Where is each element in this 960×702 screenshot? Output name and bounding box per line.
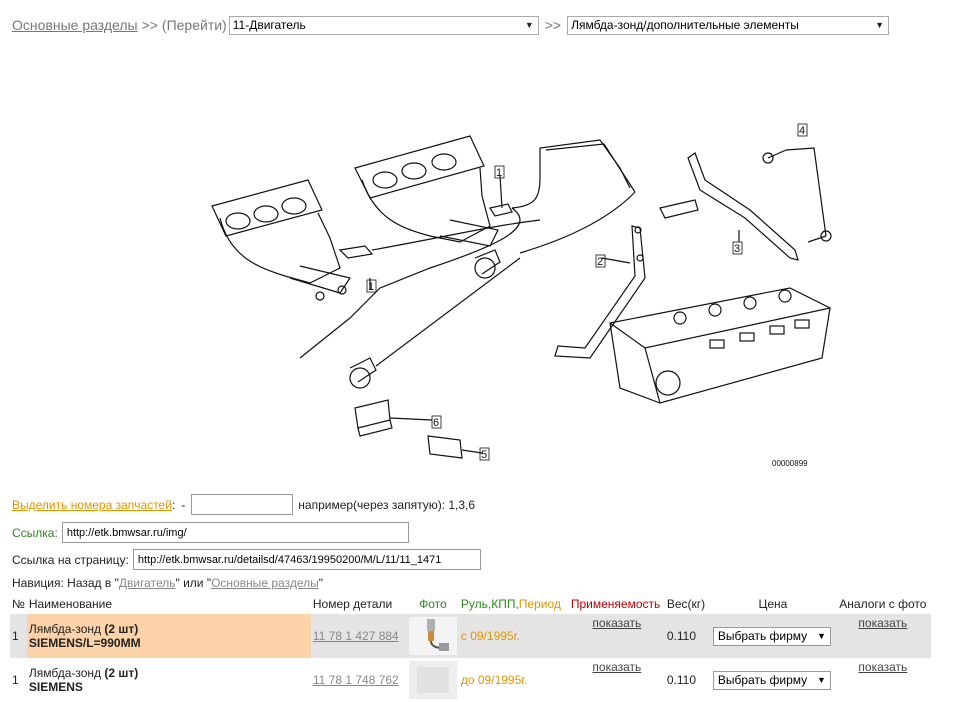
page-link-row: Ссылка на страницу: <box>12 549 481 570</box>
cylinder-head <box>609 287 831 404</box>
row-num: 1 <box>12 629 19 643</box>
highlight-parts-link[interactable]: Выделить номера запчастей <box>12 497 172 512</box>
row-name-text: Лямбда-зонд <box>28 622 102 636</box>
exhaust-manifold-left <box>211 179 351 301</box>
navigation-suffix: " <box>318 576 323 590</box>
callout-2: 2 <box>597 256 603 268</box>
header-steering: Руль,КПП, <box>460 597 519 611</box>
applicability-show-link[interactable]: показать <box>592 660 642 674</box>
highlight-dash: - <box>181 497 186 512</box>
callout-1b: 1 <box>368 281 374 293</box>
header-photo: Фото <box>419 597 447 611</box>
main-sections-nav-link[interactable]: Основные разделы <box>211 576 319 590</box>
engine-link[interactable]: Двигатель <box>118 576 176 590</box>
lambda-sensor-thumbnail-icon <box>426 619 449 651</box>
subsection-select-value: Лямбда-зонд/дополнительные элементы <box>571 18 799 32</box>
header-part-number: Номер детали <box>312 597 393 611</box>
page-link-input[interactable] <box>132 549 481 570</box>
breadcrumb-separator: >> <box>544 17 562 33</box>
callout-4: 4 <box>799 125 805 137</box>
callout-3: 3 <box>734 243 740 255</box>
navigation-row: Навиция: Назад в "Двигатель" или "Основн… <box>12 576 323 590</box>
lambda-sensor-1 <box>338 139 636 259</box>
row-spec: SIEMENS/L=990MM <box>28 636 141 650</box>
row-period: с 09/1995г. <box>460 629 520 643</box>
part-number-link[interactable]: 11 78 1 748 762 <box>312 673 399 687</box>
part-photo[interactable] <box>408 617 457 655</box>
page-link-label: Ссылка на страницу: <box>12 552 129 567</box>
part-number-link[interactable]: 11 78 1 427 884 <box>312 629 399 643</box>
navigation-prefix: Навиция: Назад в " <box>12 576 119 590</box>
header-weight: Вес(кг) <box>666 597 706 611</box>
section-select-value: 11-Двигатель <box>232 18 306 32</box>
breadcrumb-separator: >> <box>141 17 158 33</box>
bracket-2 <box>554 225 646 359</box>
table-header-row: № Наименование Номер детали Фото Руль,КП… <box>10 594 931 614</box>
navigation-middle: " или " <box>175 576 212 590</box>
highlight-example: например(через запятую): 1,3,6 <box>298 497 476 512</box>
highlight-parts-input[interactable] <box>191 494 294 515</box>
link-label: Ссылка: <box>12 525 58 540</box>
callout-6: 6 <box>433 417 439 429</box>
highlight-row: Выделить номера запчастей : - например(ч… <box>12 494 475 515</box>
subsection-select[interactable]: Лямбда-зонд/дополнительные элементы ▼ <box>567 15 890 35</box>
row-name-text: Лямбда-зонд <box>28 666 102 680</box>
parts-table: № Наименование Номер детали Фото Руль,КП… <box>10 594 931 702</box>
table-row: 1 Лямбда-зонд (2 шт) SIEMENS/L=990MM 11 … <box>10 614 931 658</box>
header-steering-period: Руль,КПП,Период <box>459 594 569 614</box>
exhaust-manifold-right <box>354 135 499 247</box>
row-qty: (2 шт) <box>104 622 139 636</box>
bolts-4 <box>762 147 832 243</box>
row-weight: 0.110 <box>666 673 697 687</box>
row-weight: 0.110 <box>666 629 697 643</box>
price-firm-value: Выбрать фирму <box>717 673 808 687</box>
price-firm-value: Выбрать фирму <box>717 629 808 643</box>
analogs-show-link[interactable]: показать <box>858 660 908 674</box>
callout-1a: 1 <box>496 167 502 179</box>
photo-placeholder-icon <box>416 667 449 693</box>
header-applicability: Применяемость <box>570 597 661 611</box>
clip-6 <box>354 399 433 437</box>
price-firm-select[interactable]: Выбрать фирму ▼ <box>712 626 831 646</box>
chevron-down-icon: ▼ <box>875 20 885 30</box>
chevron-down-icon: ▼ <box>524 20 534 30</box>
row-qty: (2 шт) <box>104 666 139 680</box>
section-select[interactable]: 11-Двигатель ▼ <box>228 15 539 35</box>
header-num: № <box>12 597 25 611</box>
chevron-down-icon: ▼ <box>816 675 826 685</box>
main-sections-link[interactable]: Основные разделы <box>12 17 138 33</box>
table-row: 1 Лямбда-зонд (2 шт) SIEMENS 11 78 1 748… <box>10 658 931 702</box>
row-num: 1 <box>12 673 19 687</box>
link-row: Ссылка: <box>12 522 409 543</box>
header-price: Цена <box>758 597 788 611</box>
lambda-sensor-2 <box>299 191 636 389</box>
parts-diagram: 1 1 2 3 4 5 6 00000899 <box>211 123 832 468</box>
link-input[interactable] <box>61 522 409 543</box>
row-name: Лямбда-зонд (2 шт) SIEMENS/L=990MM <box>26 614 311 658</box>
header-analogs: Аналоги с фото <box>839 597 927 611</box>
part-photo[interactable] <box>408 661 457 699</box>
clip-5 <box>427 435 483 459</box>
goto-label: (Перейти) <box>161 17 227 33</box>
highlight-colon: : <box>171 497 176 512</box>
applicability-show-link[interactable]: показать <box>592 616 642 630</box>
header-name: Наименование <box>28 597 113 611</box>
image-code: 00000899 <box>772 459 808 468</box>
row-spec: SIEMENS <box>28 680 83 694</box>
price-firm-select[interactable]: Выбрать фирму ▼ <box>712 670 831 690</box>
row-name: Лямбда-зонд (2 шт) SIEMENS <box>27 658 311 702</box>
callout-5: 5 <box>481 449 487 461</box>
row-period: до 09/1995г. <box>460 673 528 687</box>
bracket-3 <box>659 152 799 261</box>
header-period: Период <box>518 597 561 611</box>
breadcrumb: Основные разделы >> (Перейти) 11-Двигате… <box>12 14 890 36</box>
chevron-down-icon: ▼ <box>816 631 826 641</box>
analogs-show-link[interactable]: показать <box>858 616 908 630</box>
